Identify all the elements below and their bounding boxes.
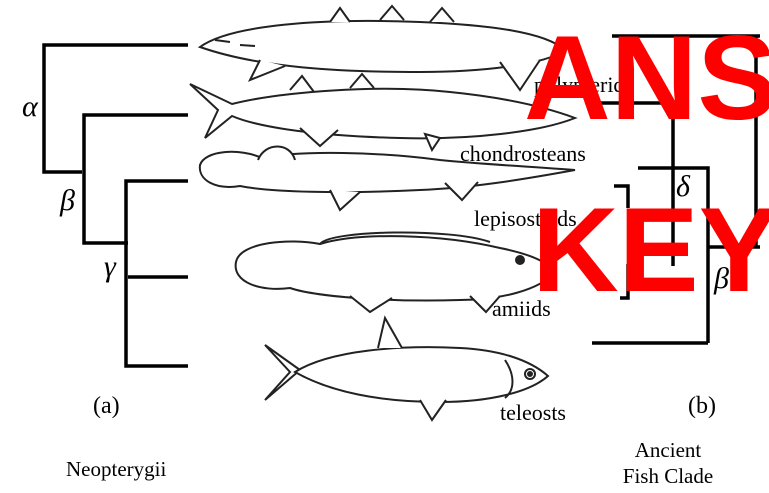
panel-b-label: (b) (688, 394, 716, 418)
sturgeon-drawing (200, 6, 565, 90)
caption-ancient-fish-clade: Ancient Fish Clade (608, 437, 728, 490)
gamma-label: γ (104, 252, 116, 282)
taxon-teleosts: teleosts (500, 402, 566, 424)
panel-a-label: (a) (93, 394, 120, 418)
answer-key-watermark-line1: ANS (524, 18, 769, 138)
beta-node-left (84, 115, 188, 243)
taxon-chondrosteans: chondrosteans (460, 143, 586, 165)
beta-label-left: β (60, 186, 75, 216)
caption-right-line1: Ancient (608, 437, 728, 463)
gamma-node (126, 181, 188, 366)
caption-neopterygii: Neopterygii (66, 456, 166, 482)
caption-right-line2: Fish Clade (608, 463, 728, 489)
alpha-node (44, 45, 188, 172)
alpha-label: α (22, 92, 38, 122)
answer-key-watermark-line2: KEY (532, 190, 769, 310)
